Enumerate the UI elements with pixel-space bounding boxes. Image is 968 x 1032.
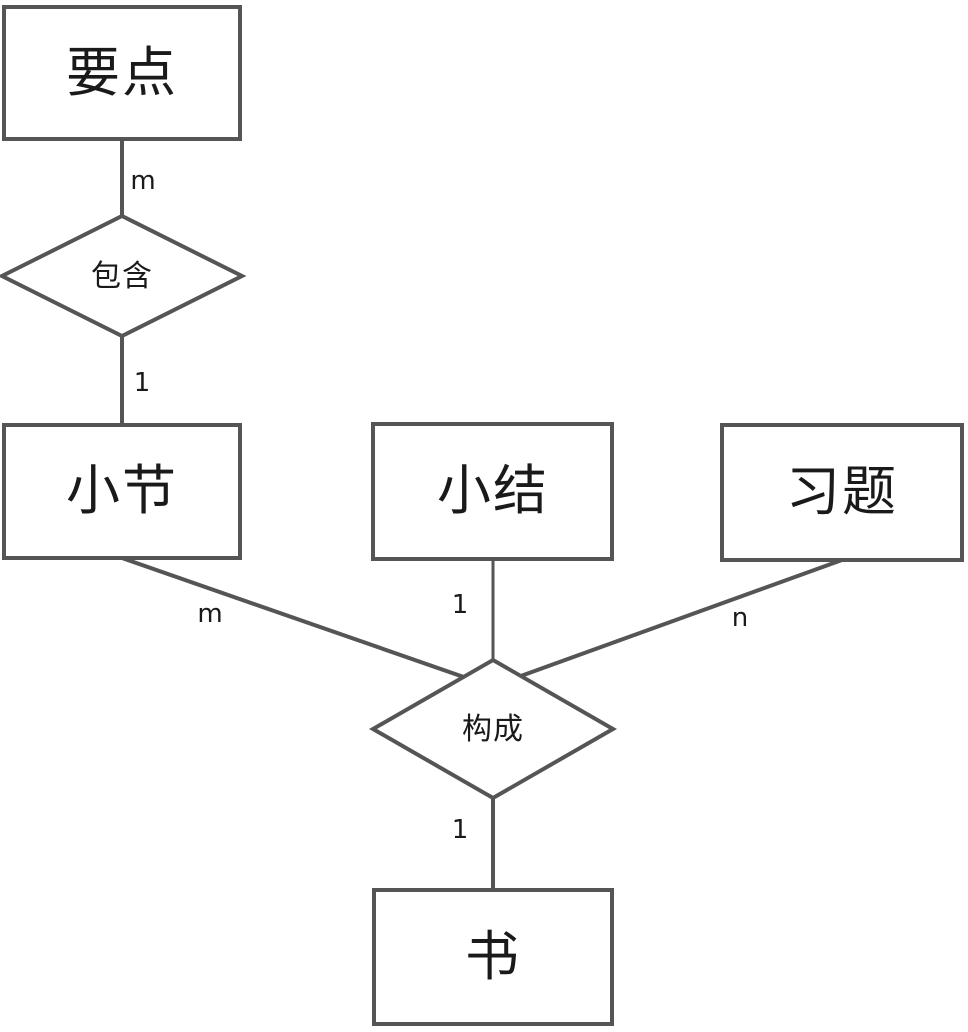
relationship-layer [0,213,618,801]
entity-box-yaodian[interactable] [2,5,242,141]
relationship-diamond-goucheng[interactable] [368,657,618,801]
relationship-diamond-baohan[interactable] [0,213,247,339]
entity-box-xiti[interactable] [720,423,964,562]
entity-box-xiaojie-summary[interactable] [371,422,614,561]
entity-box-shu[interactable] [372,888,614,1026]
entity-layer [2,5,964,1026]
entity-box-xiaojie-section[interactable] [2,423,242,560]
